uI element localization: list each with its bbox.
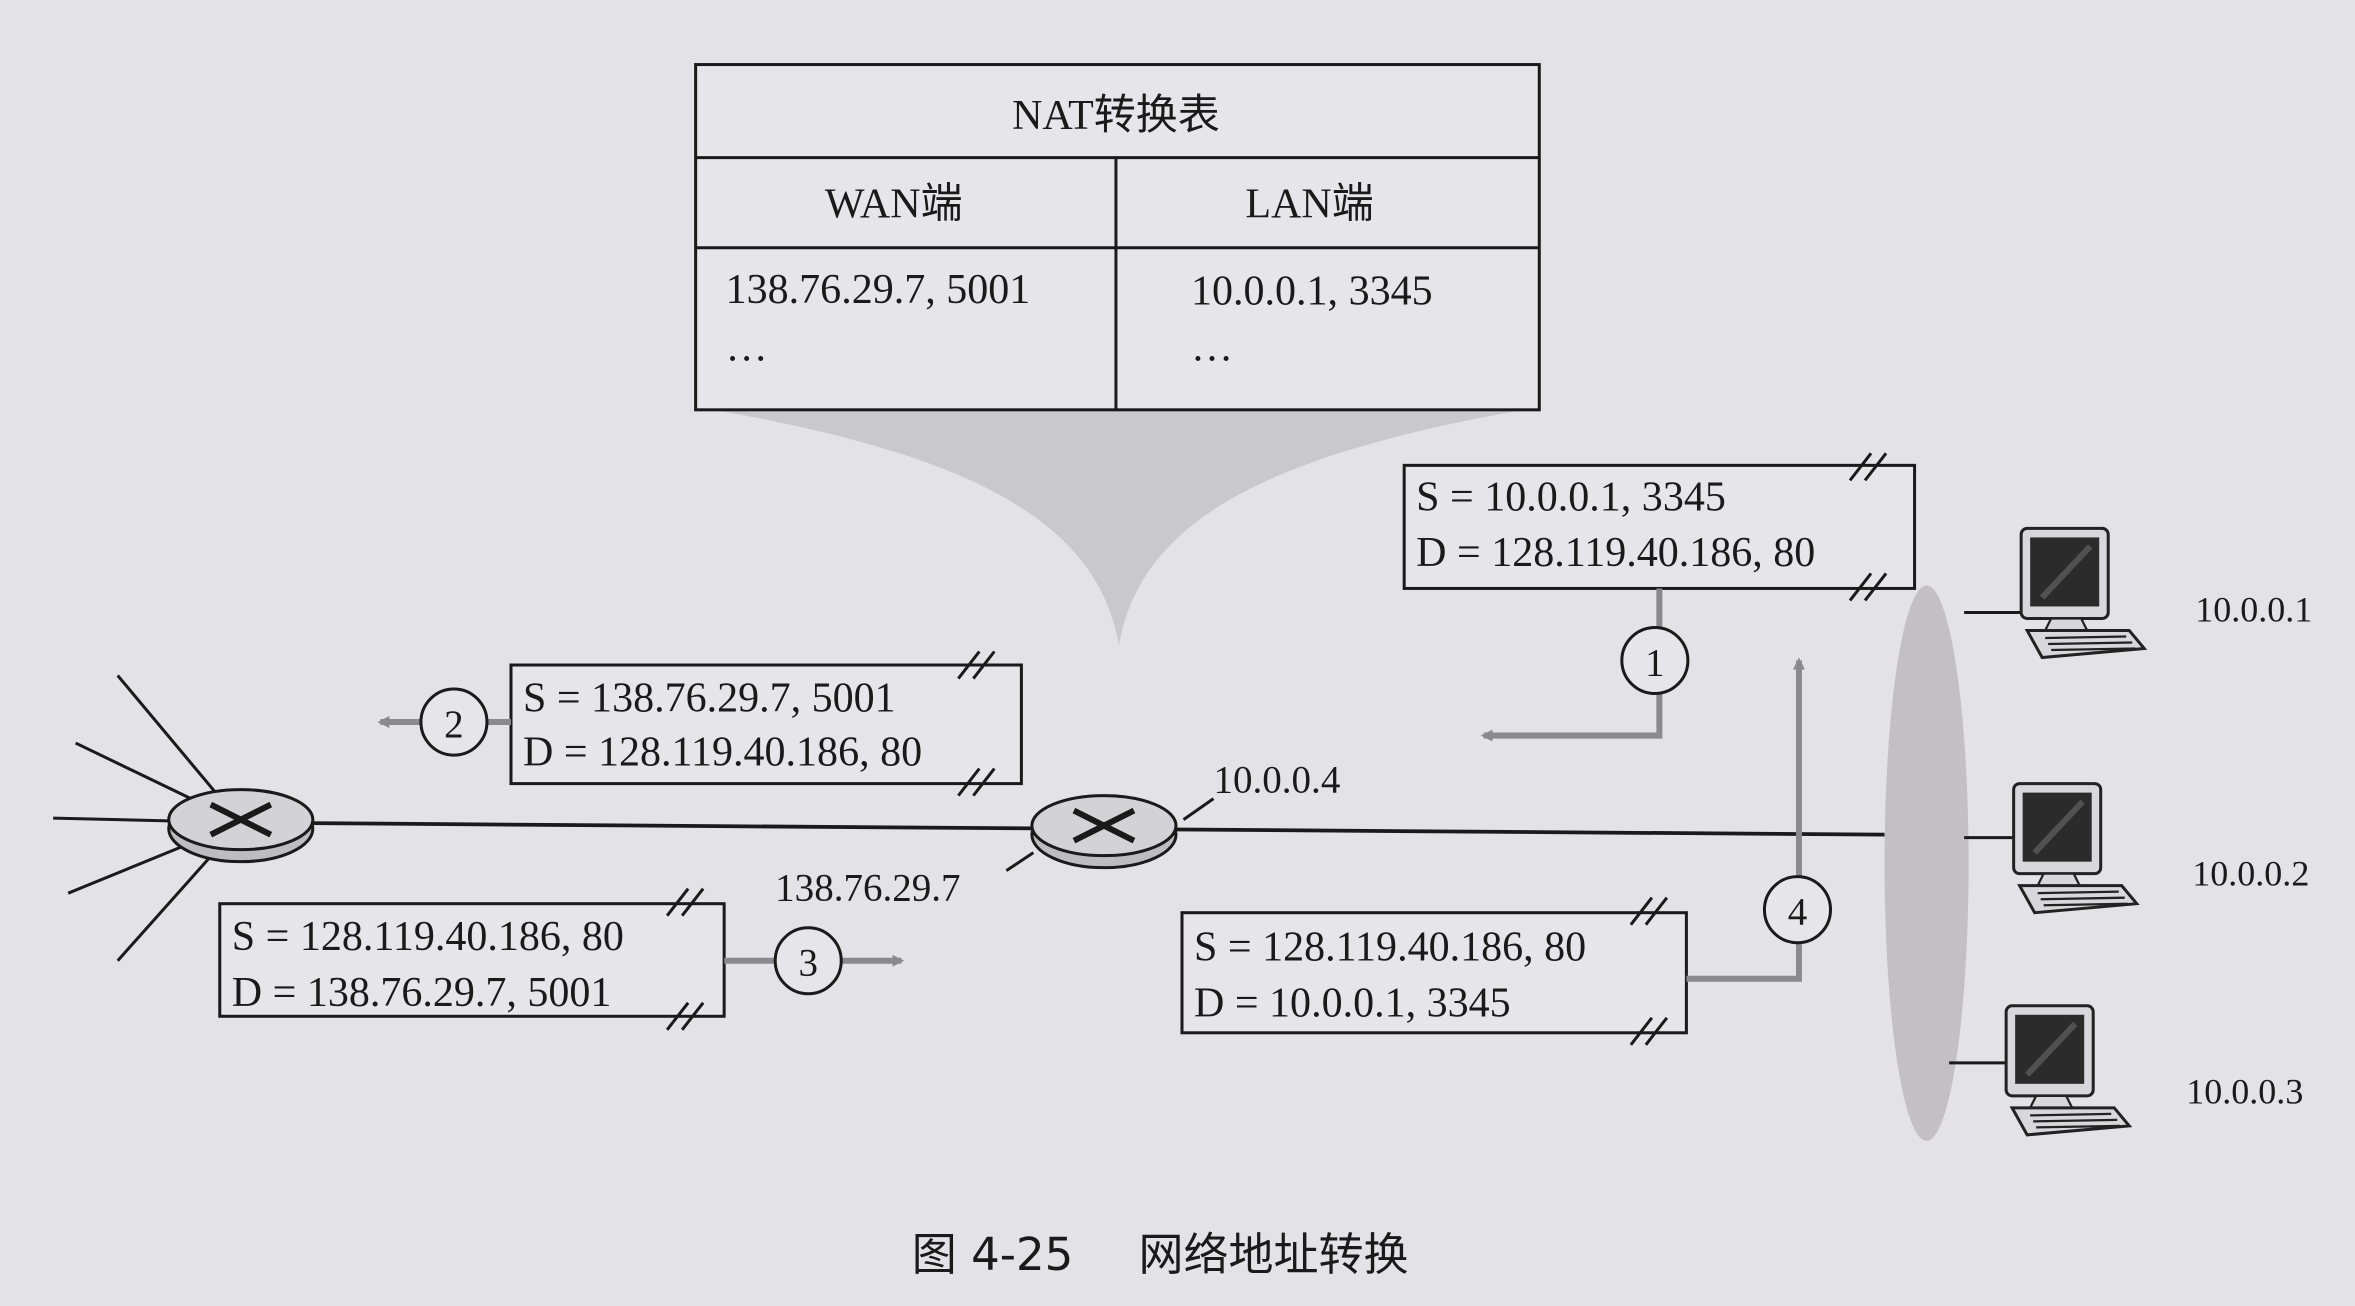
nat-table-cell: … [1191,324,1233,370]
router-wan-ip: 138.76.29.7 [775,867,960,910]
host-ip: 10.0.0.1 [2195,589,2312,629]
figure-number: 图 4-25 [912,1228,1074,1281]
computer-icon [2021,528,2144,657]
packet-1: S = 10.0.0.1, 3345 D = 128.119.40.186, 8… [1402,452,1917,602]
step-3-marker: 3 [773,926,843,996]
nat-table-title: NAT转换表 [1012,93,1220,139]
packet-4: S = 128.119.40.186, 80 D = 10.0.0.1, 334… [1180,896,1688,1046]
packet-2: S = 138.76.29.7, 5001 D = 128.119.40.186… [509,650,1023,797]
svg-text:4: 4 [1788,891,1808,934]
svg-text:2: 2 [444,703,464,746]
nat-table-cell: … [726,324,768,370]
packet-source: S = 10.0.0.1, 3345 [1416,474,1726,520]
step-4-marker: 4 [1762,875,1833,945]
nat-table-header-wan: WAN端 [825,182,963,228]
nat-table-cell: 10.0.0.1, 3345 [1191,269,1433,315]
packet-source: S = 128.119.40.186, 80 [232,914,624,960]
packet-destination: D = 10.0.0.1, 3345 [1194,980,1511,1026]
host-ip: 10.0.0.3 [2186,1071,2303,1111]
packet-source: S = 138.76.29.7, 5001 [523,676,896,722]
nat-table-funnel [706,408,1532,646]
host-10-0-0-3: 10.0.0.3 [1949,1006,2303,1135]
arrow-step-4 [1686,657,1805,982]
computer-icon [2006,1006,2129,1135]
router-lan-ip: 10.0.0.4 [1214,759,1341,802]
packet-source: S = 128.119.40.186, 80 [1194,925,1586,971]
step-2-marker: 2 [419,687,489,757]
svg-text:1: 1 [1645,642,1665,685]
lan-segment [1884,585,1969,1141]
nat-table: NAT转换表 WAN端 LAN端 138.76.29.7, 5001 10.0.… [694,63,1541,412]
host-10-0-0-2: 10.0.0.2 [1964,784,2309,913]
packet-3: S = 128.119.40.186, 80 D = 138.76.29.7, … [218,887,726,1031]
host-ip: 10.0.0.2 [2192,854,2309,894]
packet-destination: D = 138.76.29.7, 5001 [232,970,612,1016]
internet-router [53,674,315,962]
figure-title: 网络地址转换 [1138,1228,1408,1281]
nat-table-header-lan: LAN端 [1245,182,1373,228]
nat-table-cell: 138.76.29.7, 5001 [726,267,1031,313]
nat-router [1005,794,1215,872]
svg-text:3: 3 [798,942,818,985]
host-10-0-0-1: 10.0.0.1 [1964,528,2312,657]
step-1-marker: 1 [1620,625,1690,696]
computer-icon [2014,784,2137,913]
packet-destination: D = 128.119.40.186, 80 [1416,530,1815,576]
packet-destination: D = 128.119.40.186, 80 [523,730,922,776]
